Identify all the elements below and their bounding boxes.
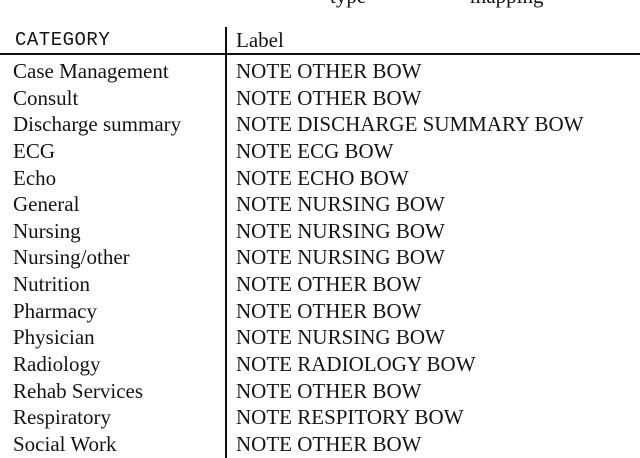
label-cell: NOTE OTHER BOW <box>236 59 422 83</box>
label-cell: NOTE RESPITORY BOW <box>236 405 464 430</box>
label-cell: NOTE OTHER BOW <box>236 431 422 456</box>
label-cell: NOTE ECHO BOW <box>236 165 409 190</box>
category-column-header: CATEGORY <box>15 29 111 51</box>
category-cell: Echo <box>13 165 57 190</box>
label-cell: NOTE OTHER BOW <box>236 85 422 110</box>
table-row: Radiology NOTE RADIOLOGY BOW <box>0 351 640 378</box>
category-cell: Consult <box>13 85 79 110</box>
table-row: Physician NOTE NURSING BOW <box>0 324 640 351</box>
category-cell: Discharge summary <box>13 112 182 137</box>
caption-fragment: mapping <box>470 0 544 7</box>
label-cell: NOTE RADIOLOGY BOW <box>236 352 476 377</box>
category-cell: Pharmacy <box>13 298 97 323</box>
label-cell: NOTE NURSING BOW <box>236 218 445 243</box>
label-column-header: Label <box>236 28 284 52</box>
category-cell: Nutrition <box>13 272 90 297</box>
category-cell: Social Work <box>13 431 117 456</box>
table-row: Respiratory NOTE RESPITORY BOW <box>0 404 640 431</box>
table-row: Echo NOTE ECHO BOW <box>0 165 640 192</box>
label-cell: NOTE NURSING BOW <box>236 245 445 270</box>
table-row: Rehab Services NOTE OTHER BOW <box>0 378 640 405</box>
caption-fragment: type <box>330 0 366 7</box>
label-cell: NOTE OTHER BOW <box>236 298 422 323</box>
column-divider <box>225 27 227 458</box>
table-row: ECG NOTE ECG BOW <box>0 138 640 165</box>
category-cell: Nursing/other <box>13 245 130 270</box>
table-row: Social Work NOTE OTHER BOW <box>0 431 640 458</box>
category-cell: Rehab Services <box>13 378 144 403</box>
category-cell: Respiratory <box>13 405 111 430</box>
table-row: Nutrition NOTE OTHER BOW <box>0 271 640 298</box>
label-cell: NOTE OTHER BOW <box>236 378 422 403</box>
table-row: Nursing NOTE NURSING BOW <box>0 218 640 245</box>
table-row: Consult NOTE OTHER BOW <box>0 85 640 112</box>
category-cell: Nursing <box>13 218 81 243</box>
label-cell: NOTE OTHER BOW <box>236 272 422 297</box>
label-cell: NOTE ECG BOW <box>236 138 394 163</box>
header-rule <box>0 53 640 55</box>
category-cell: Case Management <box>13 59 169 83</box>
table-row: Case Management NOTE OTHER BOW <box>0 58 640 85</box>
category-cell: ECG <box>13 138 55 163</box>
label-cell: NOTE NURSING BOW <box>236 325 445 350</box>
table-row: Nursing/other NOTE NURSING BOW <box>0 244 640 271</box>
label-cell: NOTE DISCHARGE SUMMARY BOW <box>236 112 584 137</box>
table-header-row: CATEGORY Label <box>0 28 640 53</box>
category-cell: Radiology <box>13 352 101 377</box>
table-row: Pharmacy NOTE OTHER BOW <box>0 298 640 325</box>
category-cell: Physician <box>13 325 95 350</box>
table-row: General NOTE NURSING BOW <box>0 191 640 218</box>
category-cell: General <box>13 192 80 217</box>
table-row: Discharge summary NOTE DISCHARGE SUMMARY … <box>0 111 640 138</box>
label-cell: NOTE NURSING BOW <box>236 192 445 217</box>
